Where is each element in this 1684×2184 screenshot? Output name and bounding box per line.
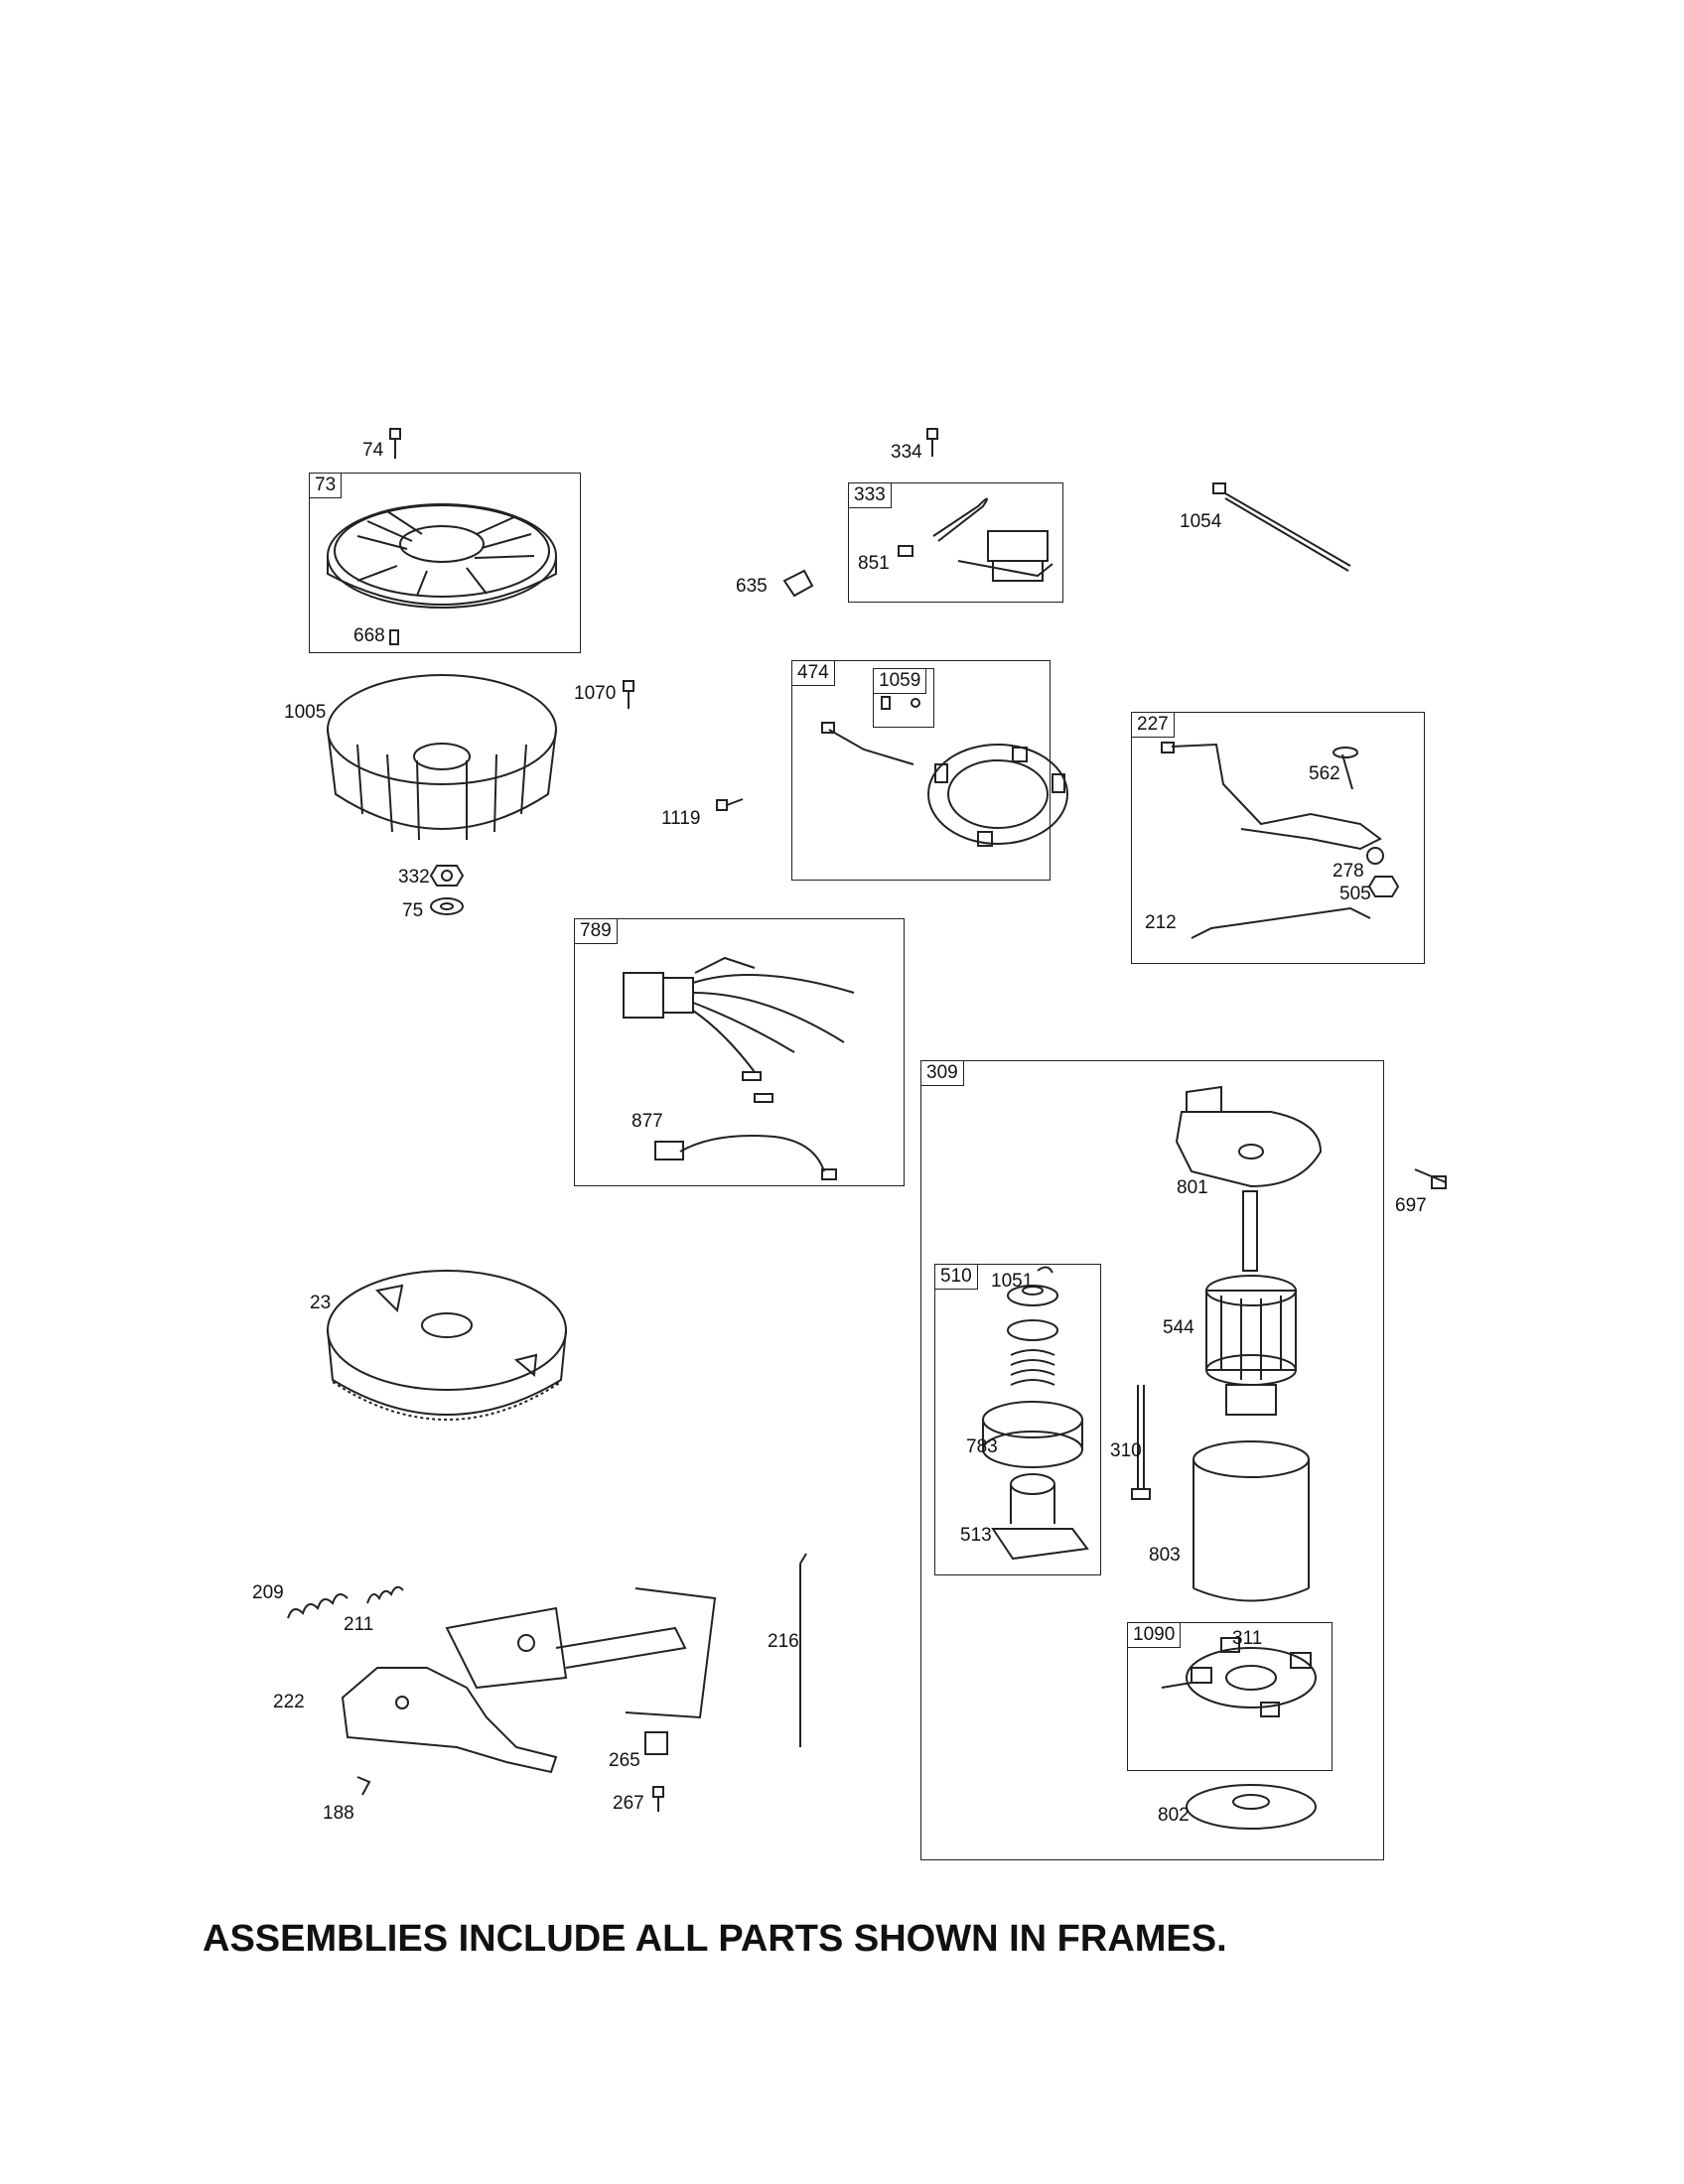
- part-label-783: 783: [966, 1436, 998, 1457]
- frame-227: 227: [1131, 712, 1425, 964]
- part-label-1119: 1119: [661, 808, 701, 829]
- part-label-74: 74: [362, 440, 384, 461]
- part-label-562: 562: [1309, 763, 1340, 784]
- starter-drive-drawing: [982, 1266, 1089, 1561]
- part-label-668: 668: [353, 625, 385, 646]
- part-label-222: 222: [273, 1692, 305, 1712]
- brush-plate-drawing: [1186, 1784, 1317, 1830]
- frame-label: 333: [848, 482, 892, 508]
- governor-control-drawing: [341, 1587, 717, 1796]
- frame-label: 474: [791, 660, 835, 686]
- part-label-311: 311: [1232, 1628, 1263, 1649]
- screw-74-drawing: [389, 428, 401, 459]
- part-label-801: 801: [1177, 1177, 1208, 1198]
- frame-510: 510: [934, 1264, 1101, 1575]
- cable-tie-drawing: [1212, 482, 1351, 572]
- nut-washer-drawing: [429, 865, 465, 915]
- armature-drawing: [1205, 1190, 1297, 1416]
- part-label-802: 802: [1158, 1805, 1190, 1826]
- through-bolt-drawing: [1131, 1385, 1151, 1500]
- part-label-188: 188: [323, 1803, 354, 1824]
- part-label-278: 278: [1333, 861, 1364, 882]
- frame-label: 1059: [873, 668, 927, 694]
- bolt-697-drawing: [1414, 1168, 1447, 1189]
- clamp-screw-drawing: [644, 1731, 668, 1812]
- bracket-drawing: [1161, 742, 1400, 939]
- frame-789: 789: [574, 918, 905, 1186]
- link-rod-drawing: [799, 1553, 807, 1747]
- part-label-697: 697: [1395, 1195, 1427, 1216]
- frame-1090: 1090: [1127, 1622, 1333, 1771]
- part-label-544: 544: [1163, 1317, 1194, 1338]
- part-label-332: 332: [398, 867, 430, 887]
- part-label-1070: 1070: [574, 683, 617, 704]
- part-label-513: 513: [960, 1525, 992, 1546]
- part-label-1051: 1051: [991, 1271, 1034, 1292]
- part-label-209: 209: [252, 1582, 284, 1603]
- part-label-334: 334: [891, 442, 922, 463]
- flywheel-drawing: [327, 1270, 567, 1421]
- frame-474: 474: [791, 660, 1051, 881]
- screw-334-drawing: [926, 428, 938, 457]
- part-label-851: 851: [858, 553, 890, 574]
- alternator-drawing: [821, 696, 1068, 847]
- screw-1119-drawing: [716, 798, 744, 811]
- frame-1059: 1059: [873, 668, 934, 728]
- blower-housing-drawing: [327, 503, 557, 645]
- brush-assembly-drawing: [1161, 1637, 1317, 1717]
- spark-cap-drawing: [782, 569, 814, 598]
- part-label-265: 265: [609, 1750, 640, 1771]
- frame-333: 333: [848, 482, 1063, 603]
- part-label-505: 505: [1339, 884, 1371, 904]
- frame-label: 1090: [1127, 1622, 1182, 1648]
- part-label-1054: 1054: [1180, 511, 1222, 532]
- part-label-1005: 1005: [284, 702, 327, 723]
- end-plate-drawing: [1175, 1085, 1323, 1188]
- part-label-212: 212: [1145, 912, 1177, 933]
- motor-housing-drawing: [1193, 1440, 1310, 1602]
- part-label-803: 803: [1149, 1545, 1181, 1566]
- part-label-75: 75: [402, 900, 424, 921]
- part-label-216: 216: [768, 1631, 799, 1652]
- part-label-310: 310: [1110, 1440, 1142, 1461]
- frame-label: 309: [920, 1060, 964, 1086]
- part-label-877: 877: [632, 1111, 663, 1132]
- assemblies-caption: ASSEMBLIES INCLUDE ALL PARTS SHOWN IN FR…: [203, 1918, 1227, 1960]
- frame-label: 789: [574, 918, 618, 944]
- ignition-module-drawing: [898, 497, 1053, 582]
- frame-309: 309: [920, 1060, 1384, 1860]
- wiring-harness-drawing: [623, 956, 855, 1180]
- frame-label: 73: [309, 473, 343, 498]
- part-label-267: 267: [613, 1793, 644, 1814]
- fan-drawing: [327, 674, 634, 841]
- frame-label: 227: [1131, 712, 1175, 738]
- part-label-635: 635: [736, 576, 768, 597]
- part-label-211: 211: [344, 1614, 374, 1635]
- frame-label: 510: [934, 1264, 978, 1290]
- part-label-23: 23: [310, 1293, 332, 1313]
- frame-73: 73: [309, 473, 581, 653]
- springs-drawing: [287, 1585, 404, 1619]
